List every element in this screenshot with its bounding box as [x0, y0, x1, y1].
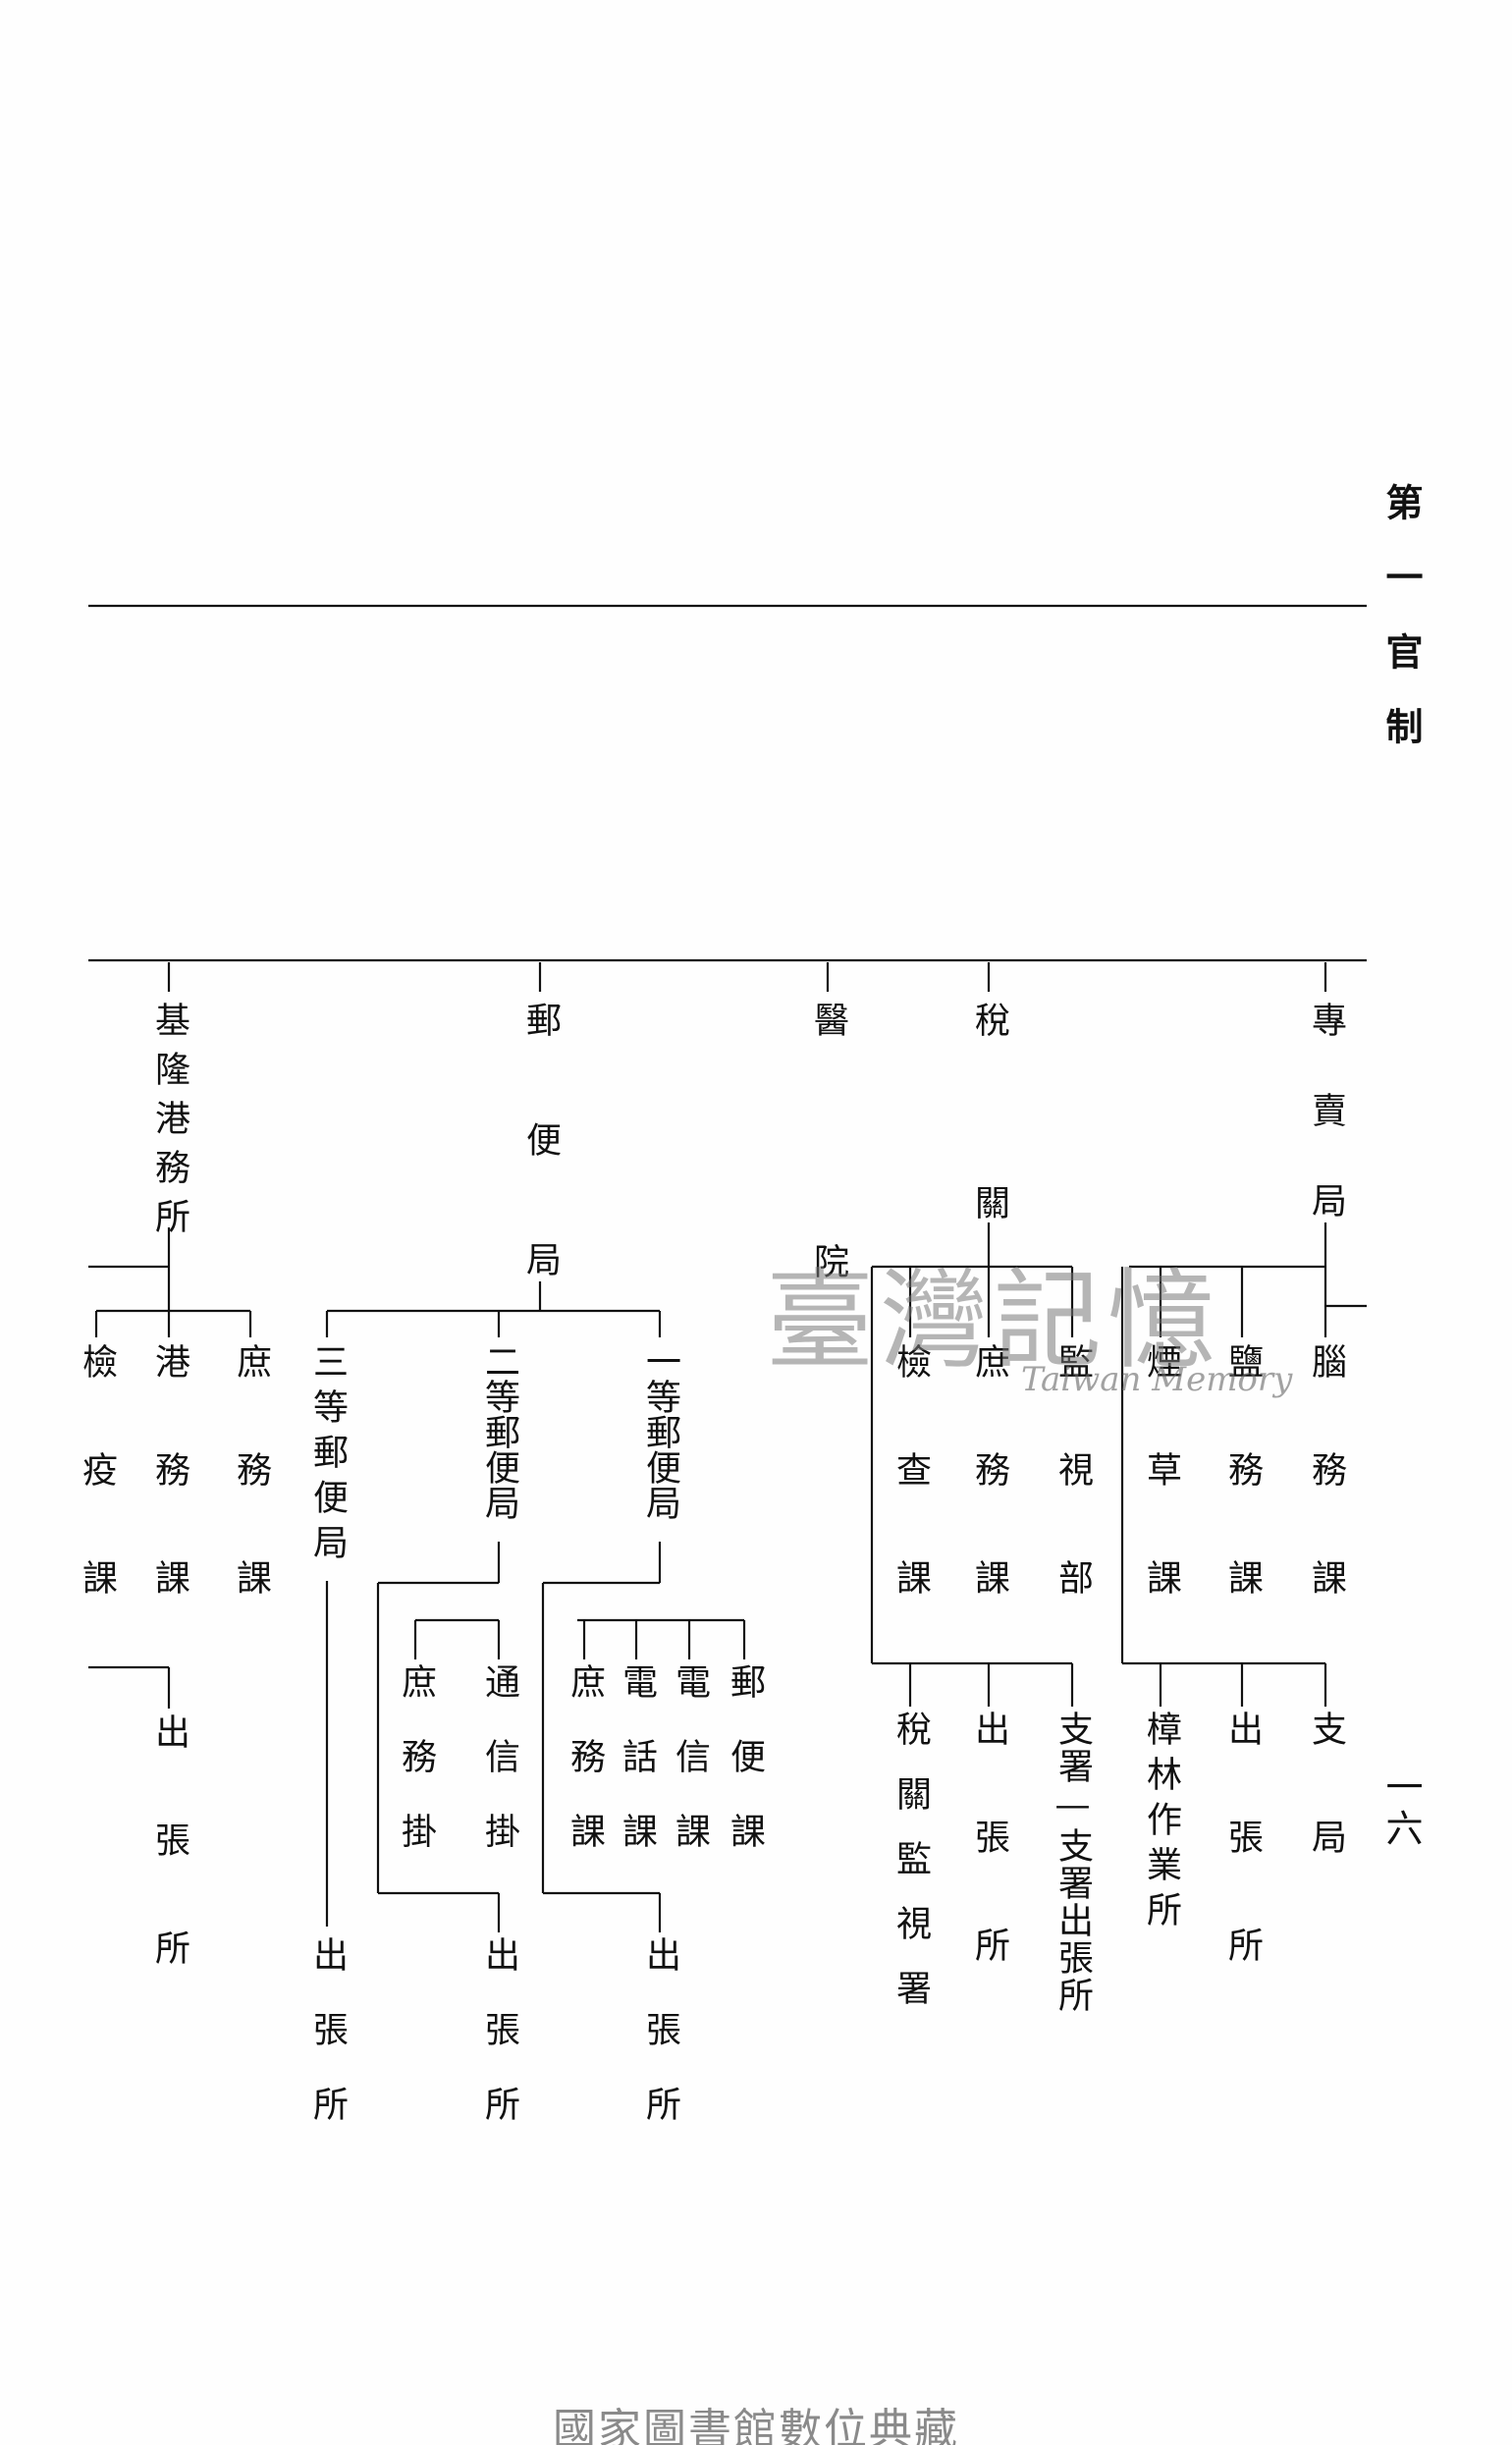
yubin-second-branch-2: 庶務掛	[396, 1663, 436, 1887]
yubin-third-head: 三等郵便局	[307, 1343, 348, 1569]
zeikan-branch-3: 檢查課	[891, 1343, 931, 1667]
kiirun-branch-1: 庶務課	[231, 1343, 271, 1667]
sembai-branch-3: 煙草課	[1141, 1343, 1181, 1667]
yubin-third-sub: 出張所	[307, 1936, 348, 2160]
zeikan-sub-2: 出張所	[969, 1711, 1009, 2035]
footer-archive-credit: 國家圖書館數位典藏	[553, 2405, 959, 2445]
yubin-first-branch-4: 庶務課	[565, 1663, 605, 1887]
zeikan-sub-3: 稅關監視署	[891, 1711, 931, 2035]
sembai-sub-2: 出張所	[1222, 1711, 1263, 2035]
sembai-head: 專賣局	[1306, 1002, 1346, 1273]
zeikan-branch-2: 庶務課	[969, 1343, 1009, 1667]
running-head: 第一官制	[1379, 483, 1424, 782]
yubin-first-head: 一等郵便局	[640, 1343, 680, 1520]
yubin-second-sub: 出張所	[479, 1936, 519, 2160]
iin-head: 醫院	[808, 1002, 848, 1485]
yubin-second-branch-1: 通信掛	[479, 1663, 519, 1887]
yubin-first-branch-2: 電信課	[670, 1663, 710, 1887]
sembai-branch-1: 腦務課	[1306, 1343, 1346, 1667]
zeikan-head: 稅關	[969, 1002, 1009, 1367]
yubin-second-head: 二等郵便局	[479, 1343, 519, 1520]
sembai-sub-1: 支局	[1306, 1711, 1346, 1927]
zeikan-sub-1: 支署—支署出張所	[1053, 1711, 1093, 2014]
yubin-head: 郵便局	[520, 1002, 561, 1361]
watermark-logo: 臺灣記憶	[766, 1258, 1221, 1384]
sembai-branch-2: 鹽務課	[1222, 1343, 1263, 1667]
yubin-first-sub: 出張所	[640, 1936, 680, 2160]
kiirun-head: 基隆港務所	[149, 1002, 189, 1247]
zeikan-branch-1: 監視部	[1053, 1343, 1093, 1667]
page-number: 一六	[1379, 1767, 1423, 1850]
kiirun-branch-3: 檢疫課	[77, 1343, 117, 1667]
yubin-first-branch-3: 電話課	[617, 1663, 657, 1887]
yubin-first-branch-1: 郵便課	[725, 1663, 765, 1887]
sembai-sub-3: 樟林作業所	[1141, 1711, 1181, 1936]
kiirun-sub: 出張所	[149, 1713, 189, 2038]
watermark-english: Taiwan Memory	[1021, 1360, 1293, 1399]
kiirun-branch-2: 港務課	[149, 1343, 189, 1667]
